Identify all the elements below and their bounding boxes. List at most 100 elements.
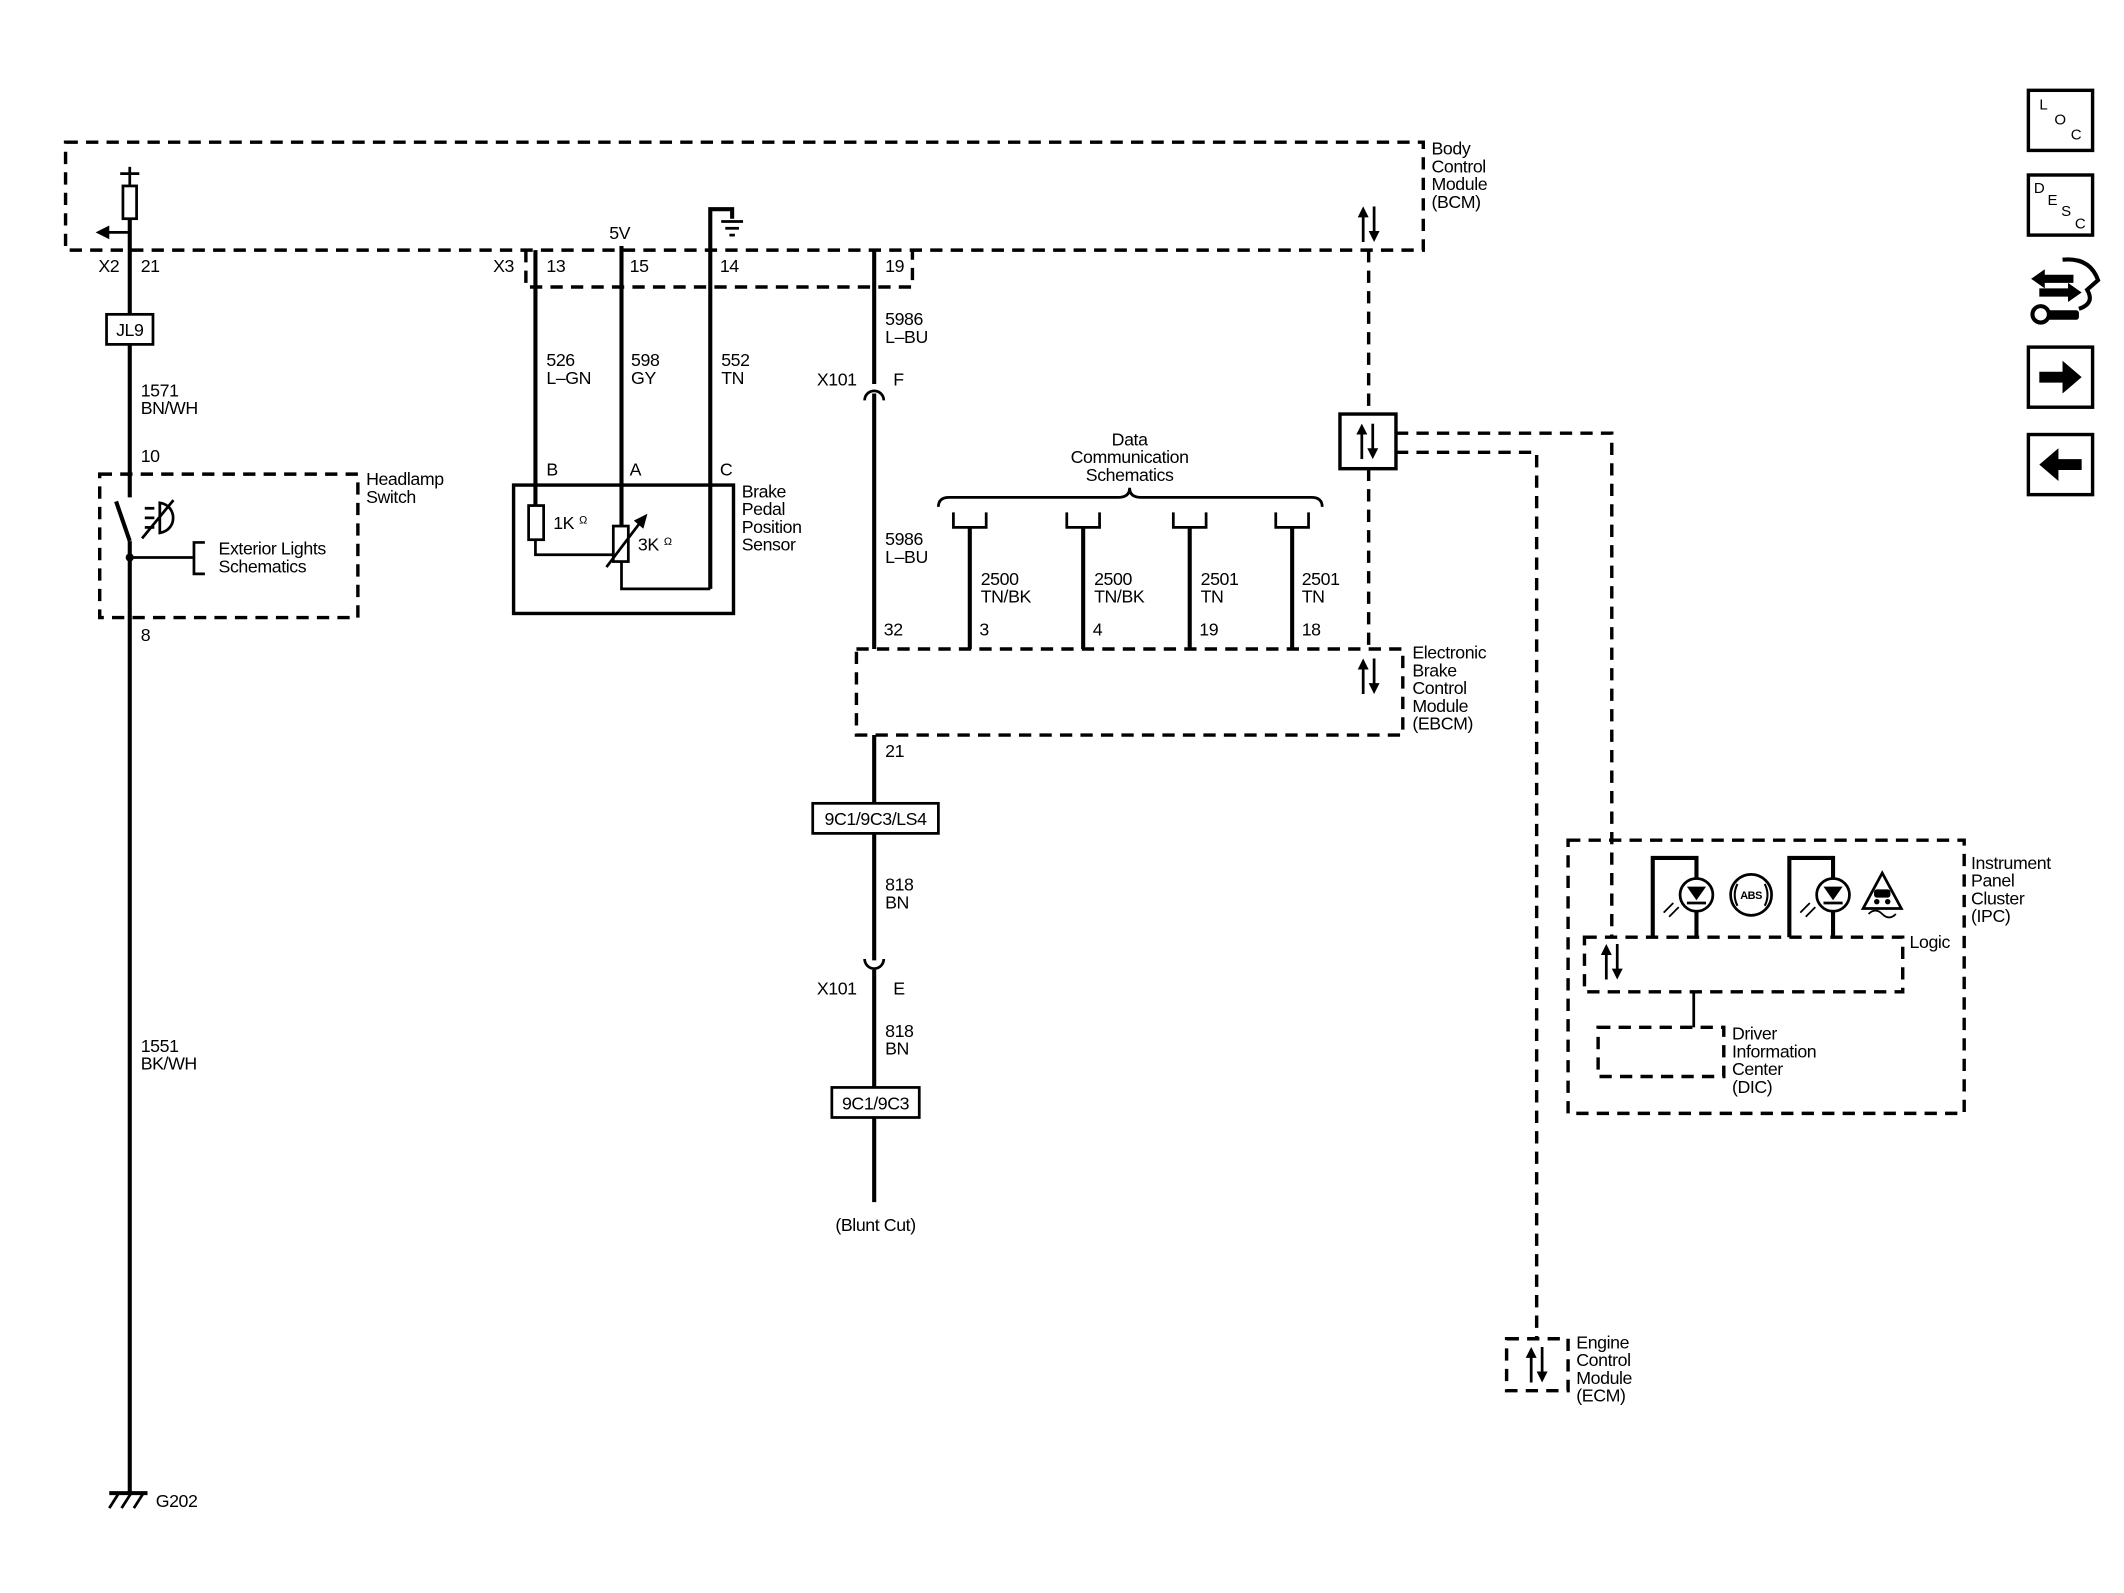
desc-button[interactable]: D E S C (2026, 173, 2095, 237)
wire-color-label: TN (721, 368, 744, 388)
wire-color-label: TN (1302, 587, 1325, 607)
wire-circuit-label: 2500 (1094, 569, 1132, 589)
dic-box (1596, 1025, 1726, 1079)
pin-label: 3 (979, 619, 989, 639)
inline-cavity-label: F (893, 369, 904, 389)
ebcm-label-line: Brake (1412, 660, 1457, 680)
data-communication-link[interactable]: Data Communication Schematics (937, 429, 1324, 508)
dic-label-line: Information (1732, 1041, 1816, 1061)
ebcm-box (854, 647, 1405, 737)
data-communication-label: Data (1112, 429, 1148, 449)
wire-color-label: L–BU (885, 327, 928, 347)
bidirectional-arrows-icon (1524, 1346, 1549, 1383)
wire-color-label: TN/BK (981, 587, 1032, 607)
bidirectional-arrows-icon (1356, 658, 1381, 695)
wire-color-label: TN/BK (1094, 587, 1145, 607)
wire-circuit-label: 2501 (1302, 569, 1340, 589)
wire-circuit-label: 5986 (885, 529, 923, 549)
dic-label-line: Center (1732, 1059, 1783, 1079)
bidirectional-arrows-icon (1354, 423, 1380, 460)
previous-button-frame (2026, 432, 2095, 497)
bcm-box (63, 140, 1425, 252)
inline-cavity-label: E (893, 979, 905, 999)
sensor-return-link (620, 561, 711, 591)
ohm-symbol: Ω (664, 536, 672, 548)
brake-pedal-sensor-label: Sensor (742, 535, 796, 555)
ohm-symbol: Ω (579, 514, 587, 526)
reference-voltage-label: 5V (609, 223, 630, 243)
data-communication-label: Schematics (1086, 465, 1174, 485)
wire-color-label: BN (885, 1039, 909, 1059)
data-link-terminal (1171, 512, 1208, 649)
output-arrow-icon (95, 225, 130, 240)
desc-letter: S (2061, 203, 2071, 220)
pin-label: 19 (885, 256, 904, 276)
wire-circuit-label: 818 (885, 875, 914, 895)
jl9-label: JL9 (116, 320, 144, 340)
wire-circuit-label: 2500 (981, 569, 1019, 589)
ebcm-label-line: (EBCM) (1412, 714, 1473, 734)
wire-color-label: GY (631, 368, 656, 388)
option-label: 9C1/9C3/LS4 (825, 809, 928, 829)
resistor-1k (527, 504, 546, 542)
ebcm-label-line: Module (1412, 696, 1468, 716)
connector-repair-button[interactable] (2030, 257, 2101, 325)
serial-data-splice-box (1338, 412, 1398, 471)
wire-circuit-label: 5986 (885, 309, 923, 329)
ipc-label-line: Panel (1971, 871, 2014, 891)
wire-color-label: TN (1201, 587, 1224, 607)
loc-letter: O (2054, 111, 2065, 128)
ipc-label-line: Instrument (1971, 853, 2051, 873)
wire-circuit-label: 552 (721, 350, 749, 370)
option-label: 9C1/9C3 (842, 1093, 910, 1113)
bidirectional-arrows-icon (1599, 944, 1625, 980)
headlamp-switch-label: Headlamp (366, 469, 444, 489)
terminal-label: C (720, 460, 733, 480)
pin-label: 10 (141, 446, 160, 466)
connector-x3-label: X3 (493, 256, 514, 276)
previous-button[interactable] (2026, 432, 2095, 497)
pin-label: 13 (546, 256, 565, 276)
loc-icon (2026, 88, 2095, 153)
pin-label: 21 (885, 741, 904, 761)
ecm-label-line: (ECM) (1576, 1386, 1625, 1406)
pin-label: 19 (1199, 619, 1218, 639)
desc-letter: E (2048, 192, 2058, 209)
dic-label-line: Driver (1732, 1024, 1777, 1044)
ipc-label-line: (IPC) (1971, 906, 2010, 926)
inline-connector-label: X101 (817, 369, 857, 389)
pin-label: 15 (630, 256, 649, 276)
bidirectional-arrows-icon (1356, 206, 1381, 242)
next-button[interactable] (2026, 345, 2095, 409)
headlamp-switch-label: Switch (366, 487, 416, 507)
loc-button[interactable]: L O C (2026, 88, 2095, 153)
led-icon (1663, 877, 1715, 918)
brake-pedal-sensor-label: Pedal (742, 499, 785, 519)
exterior-lights-link-label: Schematics (219, 556, 307, 576)
abs-icon-label: ABS (1740, 890, 1762, 902)
desc-letter: D (2034, 180, 2045, 197)
wire-circuit-label: 526 (546, 350, 575, 370)
data-communication-bracket (937, 487, 1324, 508)
wire-color-label: BN/WH (141, 398, 198, 418)
ecm-label-line: Module (1576, 1368, 1632, 1388)
loc-letter: C (2071, 126, 2082, 143)
stability-warning-icon (1860, 870, 1904, 919)
wire-circuit-label: 1571 (141, 380, 179, 400)
serial-data-line-ipc (1395, 431, 1614, 938)
connector-x2-label: X2 (98, 256, 119, 276)
led-icon (1799, 877, 1851, 918)
bcm-label-line: Module (1431, 174, 1487, 194)
wire-circuit-label: 2501 (1201, 569, 1239, 589)
pin-x2-21: 21 (141, 256, 160, 276)
ecm-box (1504, 1337, 1570, 1393)
wire-circuit-label: 1551 (141, 1036, 179, 1056)
resistor-1k-label: 1K (553, 513, 574, 533)
logic-box (1582, 935, 1905, 994)
dic-label-line: (DIC) (1732, 1077, 1772, 1097)
brake-pedal-sensor-box (511, 483, 736, 616)
exterior-lights-link[interactable]: Exterior Lights Schematics (192, 539, 327, 577)
loc-letter: L (2039, 96, 2047, 113)
bcm-label-line: Control (1431, 156, 1485, 176)
connector-x3-outline (524, 250, 915, 289)
